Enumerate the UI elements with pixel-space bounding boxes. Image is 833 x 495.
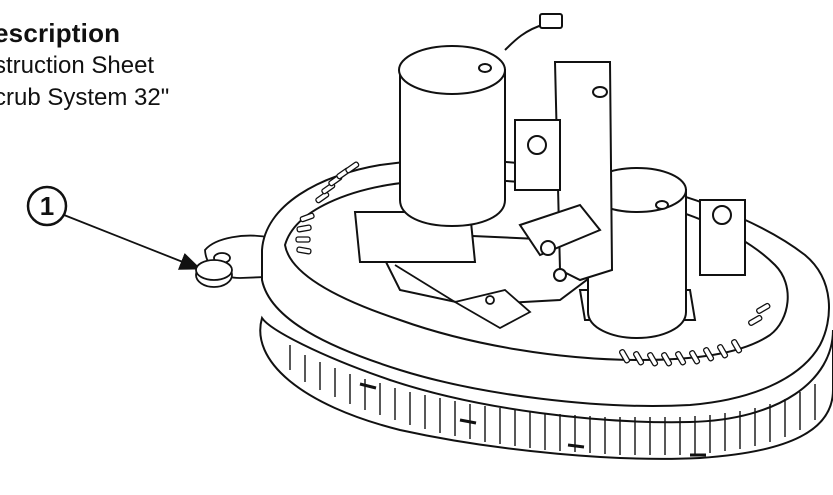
ring-band-marks — [359, 382, 706, 457]
lift-bracket — [518, 61, 614, 282]
lift-bracket-hole — [592, 86, 608, 98]
description-line-2: crub System 32" — [0, 84, 170, 111]
link-plate — [452, 289, 532, 330]
swivel-wheel-top — [195, 259, 233, 281]
left-motor-bolt — [478, 63, 492, 73]
linkage-nut — [553, 268, 567, 282]
description-heading: escription — [0, 18, 121, 48]
brush-ring — [259, 315, 833, 460]
left-motor-cap — [398, 45, 506, 95]
linkage-arm — [518, 203, 602, 257]
callout-number: 1 — [40, 191, 54, 221]
callout-circle — [26, 185, 68, 227]
pivot-post-right — [699, 199, 746, 276]
pivot-posts — [514, 119, 746, 276]
left-brush-motor — [353, 13, 563, 263]
left-motor-body — [399, 69, 506, 228]
pivot-post-left-eye — [527, 135, 547, 155]
linkage-pivot — [540, 240, 556, 256]
description-line-1: struction Sheet — [0, 52, 155, 79]
cable-connector — [539, 13, 563, 29]
vent-slots-left — [295, 161, 360, 255]
description-block: escription struction Sheet crub System 3… — [0, 20, 169, 118]
right-brush-motor — [578, 167, 697, 340]
right-motor-bolt — [655, 200, 669, 210]
front-link-plate — [394, 264, 532, 330]
vent-slots-right — [618, 302, 771, 367]
motor-cable — [504, 23, 546, 51]
pivot-post-left — [514, 119, 561, 191]
link-rod — [394, 264, 456, 303]
pivot-post-right-eye — [712, 205, 732, 225]
callout-1: 1 — [26, 185, 202, 270]
deck-housing — [259, 158, 833, 460]
callout-leader-line — [63, 214, 202, 270]
brush-ring-ticks — [289, 345, 816, 455]
link-plate-bolt — [485, 295, 495, 305]
